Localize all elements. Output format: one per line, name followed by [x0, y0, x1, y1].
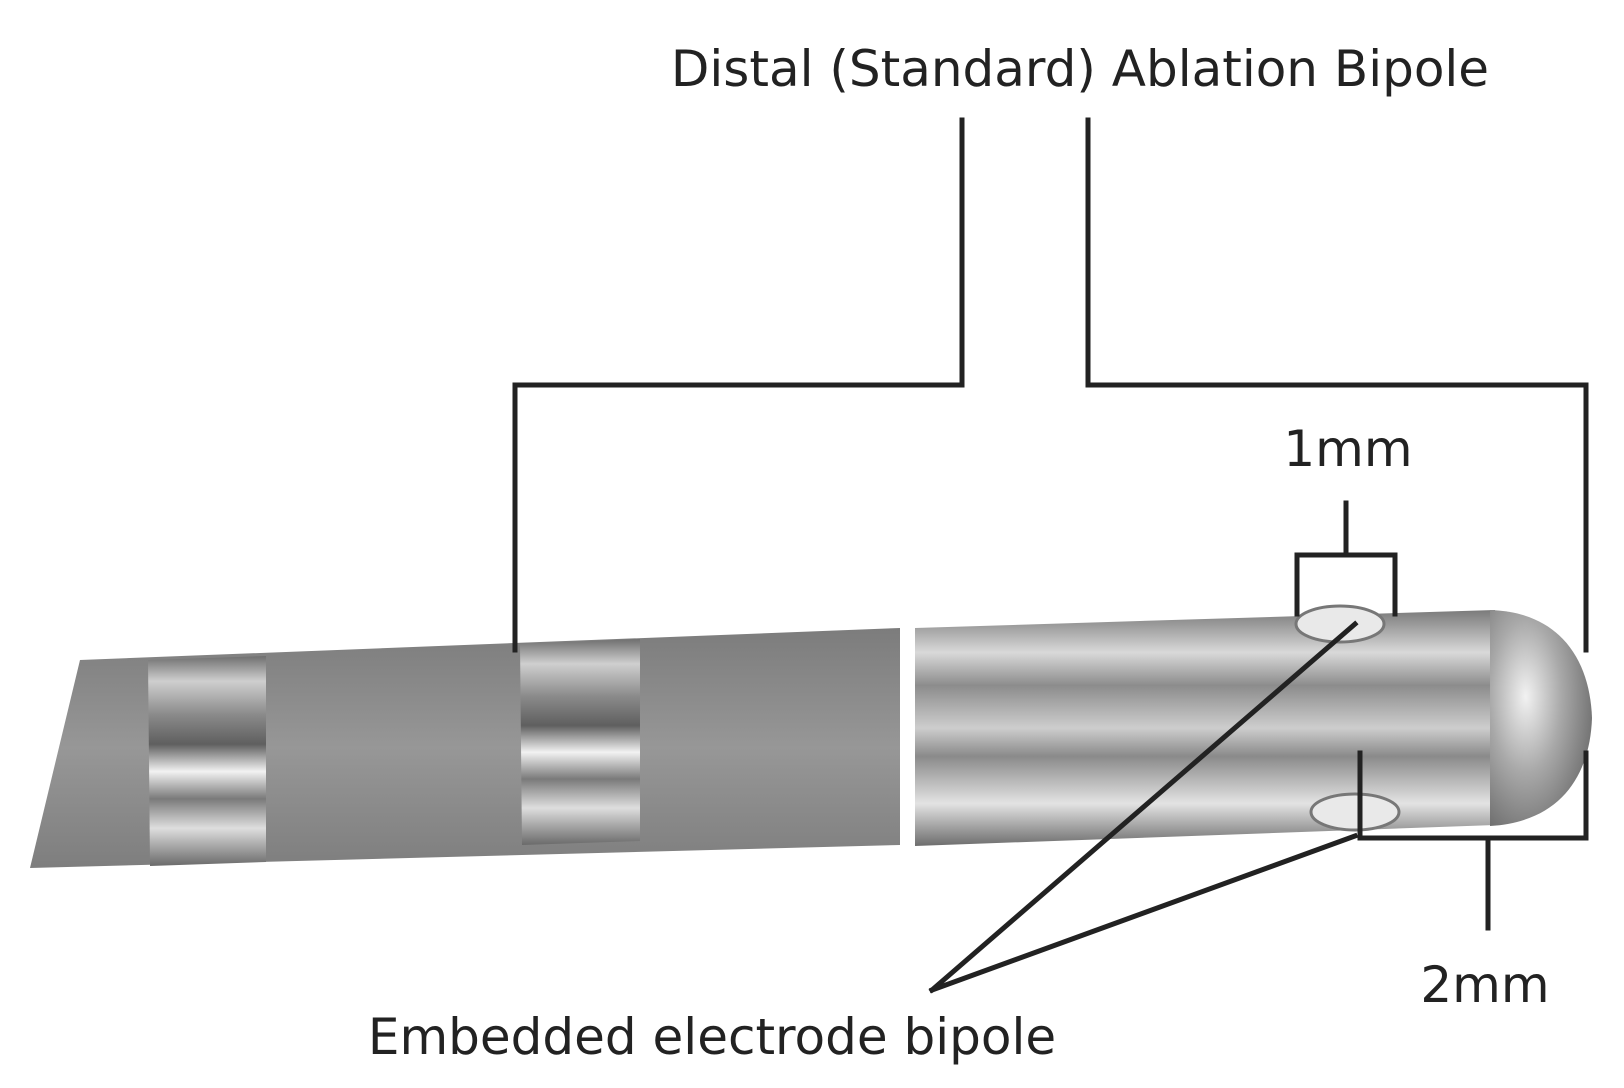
- label-embedded-electrode-bipole: Embedded electrode bipole: [368, 1008, 1056, 1066]
- gap-1mm-bracket: [1294, 500, 1398, 617]
- gap-2mm-bracket: [1357, 750, 1589, 931]
- ring-electrode-2: [520, 639, 640, 845]
- label-distal-ablation-bipole: Distal (Standard) Ablation Bipole: [671, 40, 1489, 98]
- distal-bipole-bracket-right: [1085, 117, 1589, 653]
- distal-bipole-bracket-left: [512, 117, 965, 653]
- label-1mm: 1mm: [1283, 420, 1412, 478]
- embedded-bipole-pointer-lower: [928, 832, 1359, 994]
- tip-electrode-dome: [1490, 610, 1592, 826]
- ring-electrode-1: [148, 656, 266, 866]
- catheter: [30, 604, 1592, 868]
- embedded-bipole-pointer-upper: [928, 620, 1359, 994]
- label-2mm: 2mm: [1420, 956, 1549, 1014]
- tip-electrode-body: [915, 610, 1495, 846]
- annotation-lines: [512, 117, 1589, 994]
- embedded-electrode-upper: [1294, 604, 1386, 644]
- embedded-electrode-lower: [1309, 792, 1401, 832]
